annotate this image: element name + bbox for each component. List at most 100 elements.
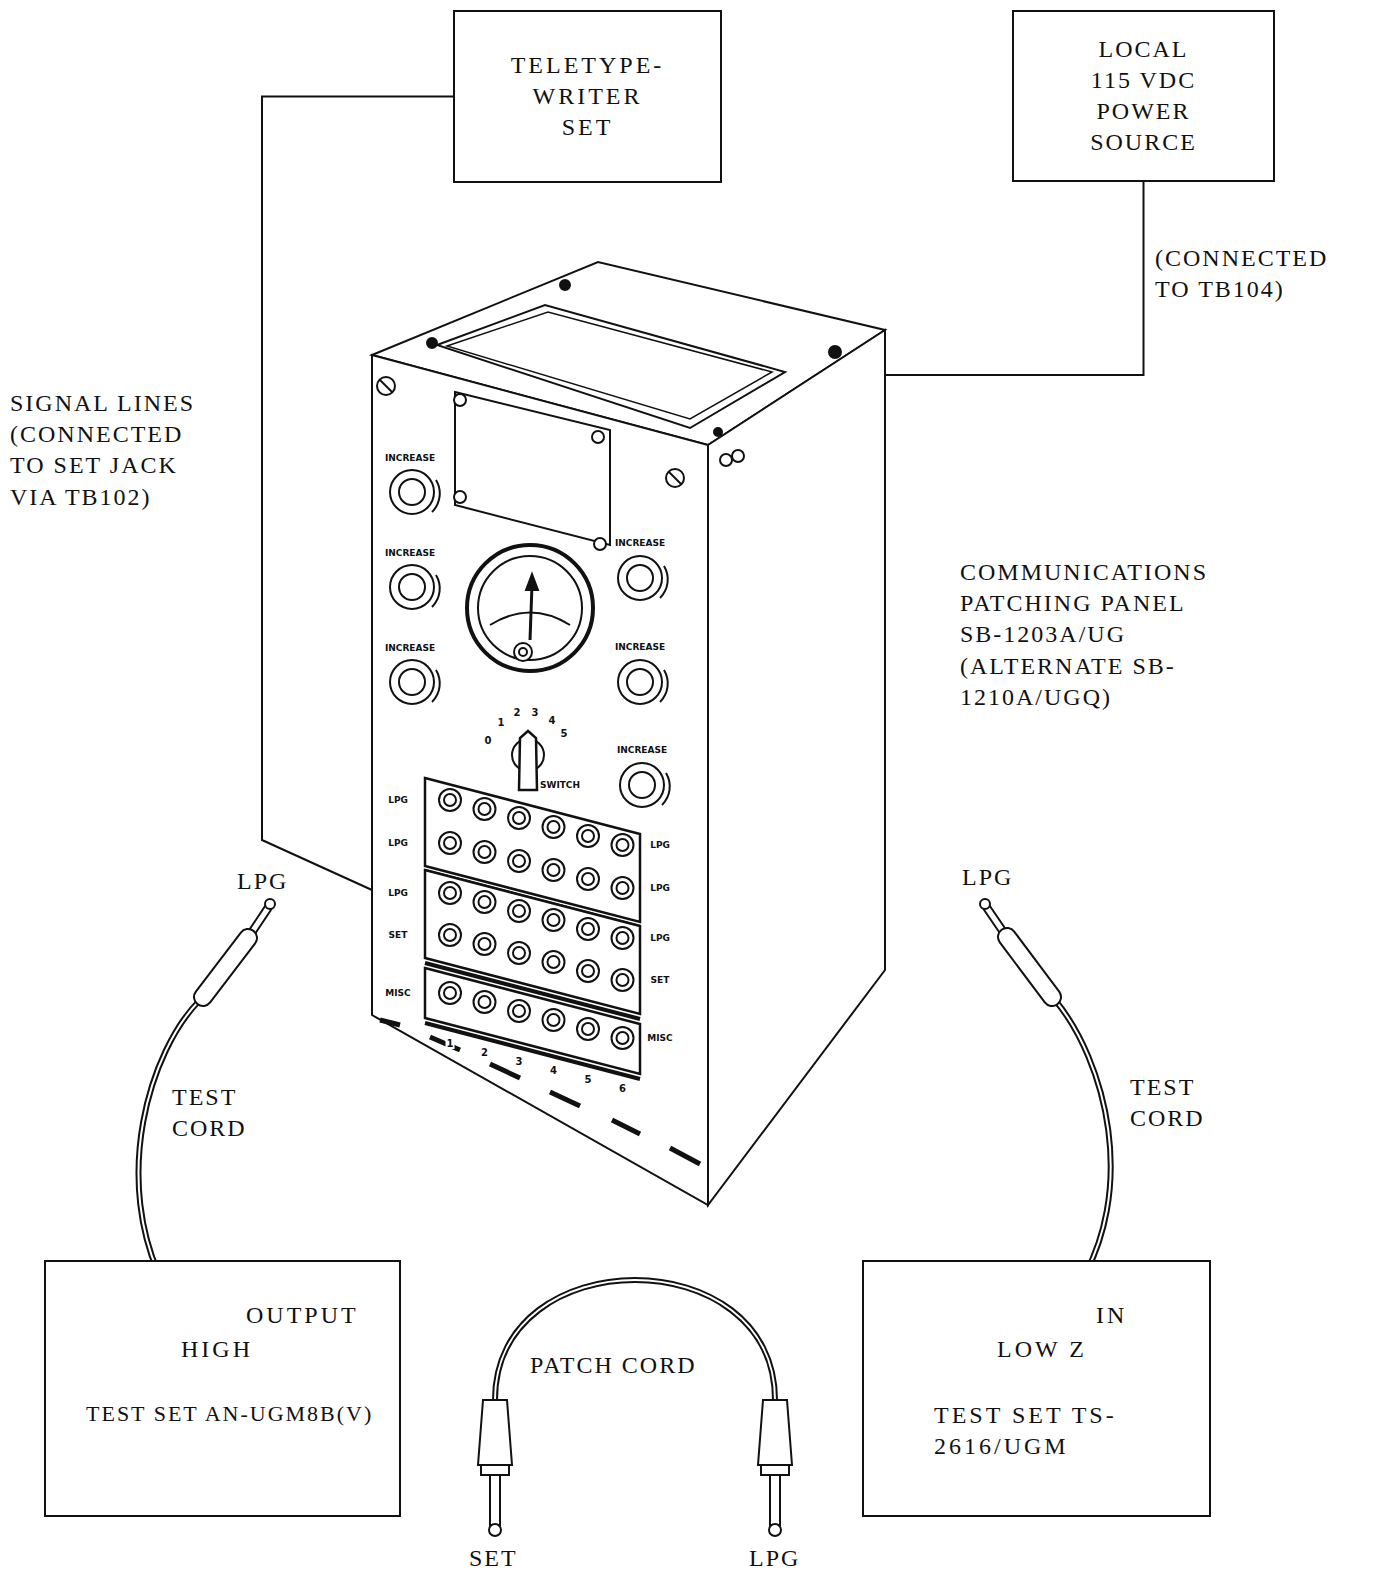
plug-label: LPG (962, 862, 1013, 893)
panel-marking: INCREASE (614, 539, 666, 548)
patching-panel (519, 731, 537, 790)
patching-panel (478, 556, 582, 660)
panel-marking: LPG (649, 884, 671, 893)
test-cords (252, 908, 268, 932)
jack-hole (479, 938, 491, 950)
panel-marking: 3 (515, 1057, 524, 1067)
jack-hole (617, 932, 629, 944)
patch-cord (489, 1524, 501, 1536)
patching-panel (560, 280, 570, 290)
patching-panel (592, 431, 604, 443)
jack-hole (548, 864, 560, 876)
jack (439, 832, 461, 854)
plug-label: LPG (749, 1543, 800, 1574)
panel-marking: LPG (649, 934, 671, 943)
cord-label: TEST CORD (172, 1082, 282, 1144)
patching-panel (594, 538, 606, 550)
test-cords (980, 899, 990, 909)
jack (577, 918, 599, 940)
jack-hole (582, 830, 594, 842)
patch-cord (769, 1524, 781, 1536)
jack-hole (444, 987, 456, 999)
jack-hole (444, 887, 456, 899)
knobs (390, 660, 434, 704)
jack-hole (582, 1023, 594, 1035)
patch-cord (770, 1475, 780, 1525)
jack (439, 982, 461, 1004)
knobs (390, 470, 670, 807)
knobs (618, 556, 662, 600)
jack (508, 1000, 530, 1022)
jack-hole (479, 996, 491, 1008)
patching-panel (732, 450, 744, 462)
jack (508, 807, 530, 829)
jack (612, 877, 634, 899)
test-cords (139, 1000, 200, 1287)
jack-strips (425, 778, 640, 1079)
wire-line (885, 182, 1144, 375)
box-text: IN (1096, 1300, 1127, 1331)
equipment-box: TELETYPE- WRITER SET (453, 10, 722, 183)
patching-panel (427, 338, 437, 348)
wire-label: (CONNECTED TO TB104) (1155, 243, 1355, 305)
patching-panel (372, 355, 708, 1205)
signal-wire (262, 97, 453, 891)
panel-marking: INCREASE (384, 644, 436, 653)
equipment-box: LOCAL 115 VDC POWER SOURCE (1012, 10, 1275, 182)
jack (439, 924, 461, 946)
panel-marking: INCREASE (384, 549, 436, 558)
jack (508, 900, 530, 922)
jack (577, 868, 599, 890)
patching-panel (380, 1020, 700, 1164)
jack-hole (582, 923, 594, 935)
plug-label: SET (469, 1543, 518, 1574)
patching-panel (666, 469, 684, 487)
jack-hole (582, 965, 594, 977)
knobs (629, 772, 655, 798)
jack-hole (548, 821, 560, 833)
panel-marking: 1 (497, 718, 506, 728)
jack-hole (513, 1005, 525, 1017)
test-cords (203, 938, 248, 997)
test-cords (265, 899, 275, 909)
jack-hole (479, 896, 491, 908)
signal-wire (885, 182, 1144, 375)
patching-panel (377, 377, 395, 395)
patching-panel (519, 648, 527, 656)
jack-hole (548, 956, 560, 968)
test-cords (1007, 937, 1052, 997)
patching-panel (454, 491, 466, 503)
jack-hole (548, 914, 560, 926)
equipment-box: INLOW ZTEST SET TS-2616/UGM (862, 1260, 1211, 1517)
knobs (620, 763, 664, 807)
box-text: TEST SET TS-2616/UGM (934, 1400, 1164, 1462)
panel-marking: LPG (387, 889, 409, 898)
jack-strip (425, 968, 640, 1074)
jack-hole (444, 929, 456, 941)
panel-marking: 4 (549, 1066, 558, 1076)
panel-marking: LPG (387, 796, 409, 805)
jack-hole (548, 1014, 560, 1026)
knobs (660, 566, 668, 598)
test-cords (1007, 937, 1052, 997)
test-cords (203, 938, 248, 997)
jack (577, 825, 599, 847)
jack (474, 841, 496, 863)
jack (508, 942, 530, 964)
panel-marking: 5 (584, 1075, 593, 1085)
patching-panel (530, 585, 532, 640)
jack-hole (617, 1032, 629, 1044)
box-text: TEST SET AN-UGM8B(V) (86, 1400, 373, 1429)
jack-hole (582, 873, 594, 885)
jack (439, 789, 461, 811)
panel-marking: 0 (484, 736, 493, 746)
jack (474, 933, 496, 955)
wire-label: SIGNAL LINES (CONNECTED TO SET JACK VIA … (10, 388, 220, 513)
panel-marking: INCREASE (614, 643, 666, 652)
knobs (399, 479, 425, 505)
panel-marking: SET (388, 931, 409, 940)
panel-marking: 1 (446, 1039, 455, 1049)
knobs (660, 670, 668, 702)
jack-hole (513, 905, 525, 917)
knobs (618, 660, 662, 704)
